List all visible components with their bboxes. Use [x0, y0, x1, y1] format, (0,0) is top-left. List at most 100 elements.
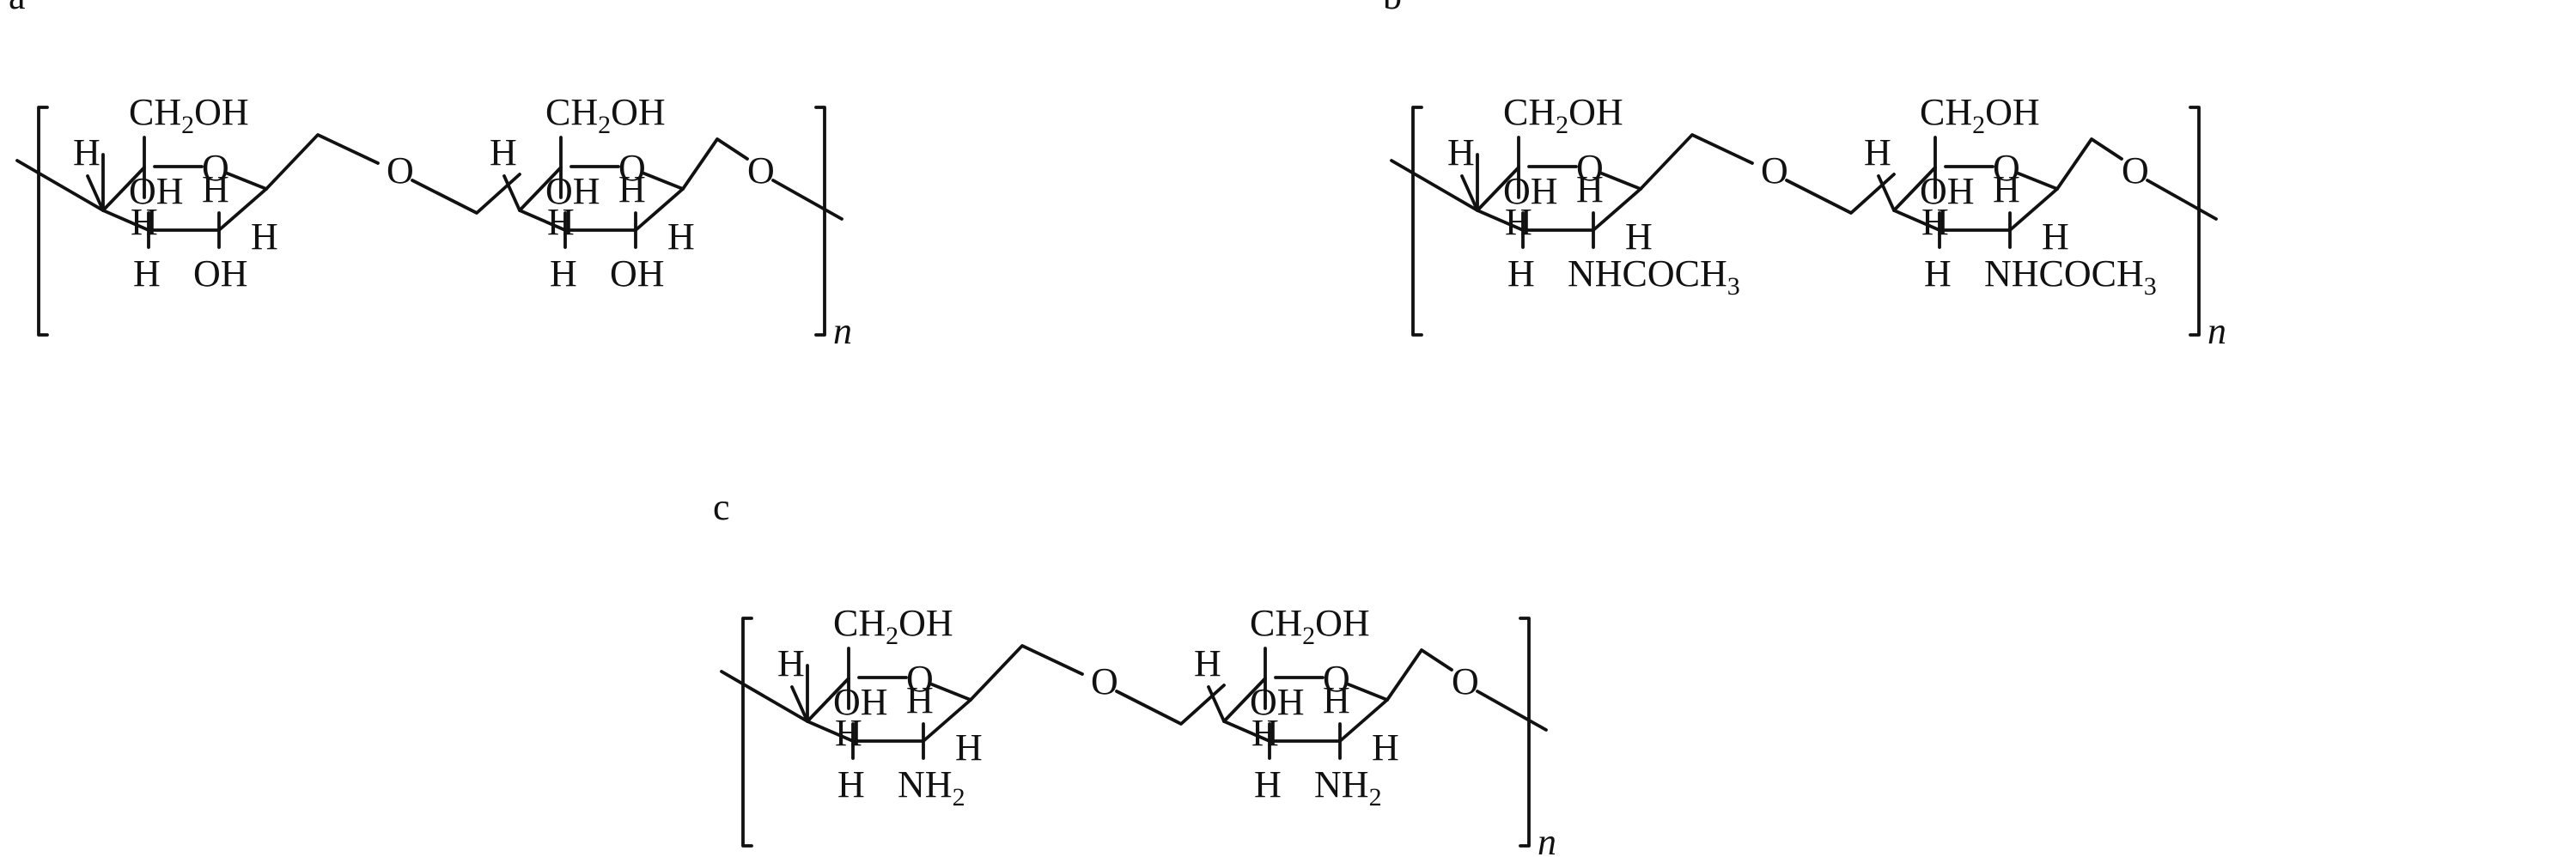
glycosidic-bond [411, 173, 521, 215]
c2-substituent: OH [193, 252, 248, 295]
ring-bond [2017, 172, 2059, 191]
c4-h-bond [790, 685, 809, 723]
ch2oh-group: CH2OH [1920, 91, 2040, 139]
right-bracket [814, 106, 826, 337]
terminal-oxygen: O [2122, 149, 2149, 191]
ring-oxygen: O [1323, 658, 1350, 700]
c4-h-bond [502, 174, 521, 212]
ring-bond [1600, 172, 1642, 191]
panel-label: c [713, 486, 730, 528]
c1-hydrogen: H [2042, 216, 2069, 258]
glycosidic-oxygen: O [1091, 660, 1118, 702]
c3-hydroxyl: OH [129, 170, 184, 212]
ring-bond [1476, 209, 1525, 232]
terminal-bond-right [2055, 137, 2123, 191]
c4-hydrogen: H [777, 642, 805, 684]
c2-hydrogen-upper: H [1576, 168, 1604, 210]
glycosidic-bond [1639, 133, 1754, 191]
c4-hydrogen: H [1864, 131, 1891, 173]
c2-hydrogen-upper: H [1323, 679, 1350, 721]
c3-hydrogen: H [837, 763, 865, 805]
c2-hydrogen-upper: H [618, 168, 646, 210]
c3-hydroxyl: OH [1250, 681, 1305, 723]
ring-bond [518, 166, 563, 212]
ring-oxygen: O [1993, 147, 2020, 189]
ring-bond [226, 172, 268, 191]
ring-bond [101, 166, 146, 212]
c3-hydrogen: H [550, 252, 577, 295]
c5-hydrogen: H [1251, 712, 1279, 754]
c4-h-bond [1207, 685, 1226, 723]
ring-bond [806, 677, 850, 723]
ch2oh-group: CH2OH [545, 91, 666, 139]
c4-h-bond [86, 174, 105, 212]
c4-h-bond [1877, 174, 1896, 212]
panel-label: a [9, 0, 26, 17]
ring-bond [922, 698, 972, 743]
ring-bond [2008, 187, 2059, 232]
c5-hydrogen: H [1505, 201, 1532, 243]
panel-label: b [1383, 0, 1402, 17]
glycosidic-bond [265, 133, 380, 191]
c5-hydrogen: H [1921, 201, 1949, 243]
ring-bond [1592, 187, 1642, 232]
repeat-index: n [833, 310, 852, 352]
c2-substituent: NHCOCH3 [1568, 252, 1740, 301]
terminal-bond-right [1385, 648, 1453, 702]
glycosidic-bond [1115, 684, 1226, 726]
c3-hydrogen: H [1924, 252, 1952, 295]
ch2oh-group: CH2OH [833, 602, 953, 650]
ring-oxygen: O [202, 147, 229, 189]
ring-bond [1892, 166, 1937, 212]
c2-hydrogen-upper: H [1993, 168, 2020, 210]
c2-hydrogen-upper: H [906, 679, 934, 721]
glycosidic-oxygen: O [387, 149, 414, 191]
c5-hydrogen: H [547, 201, 575, 243]
ring-bond [642, 172, 685, 191]
ring-bond [518, 209, 567, 232]
c4-h-bond [1460, 174, 1479, 212]
c3-hydrogen: H [133, 252, 161, 295]
glycosidic-bond [969, 644, 1084, 702]
ring-bond [217, 187, 268, 232]
c2-substituent: NHCOCH3 [1984, 252, 2157, 301]
c5-hydrogen: H [835, 712, 862, 754]
terminal-bond-right [2146, 179, 2218, 221]
c5-hydrogen: H [131, 201, 158, 243]
c1-hydrogen: H [667, 216, 695, 258]
terminal-oxygen: O [1452, 660, 1479, 702]
left-bracket [37, 106, 49, 337]
terminal-bond-right [1476, 690, 1548, 732]
ring-bond [101, 209, 150, 232]
right-bracket [2189, 106, 2201, 337]
ring-bond [1222, 677, 1267, 723]
ring-oxygen: O [618, 147, 646, 189]
c3-hydroxyl: OH [1920, 170, 1975, 212]
repeat-index: n [1538, 821, 1556, 857]
panel-a: aOCH2OHHHOHHHOHHOOCH2OHHHOHHHOHHOn [9, 0, 852, 352]
right-bracket [1519, 617, 1531, 848]
glycosidic-oxygen: O [1761, 149, 1788, 191]
c4-hydrogen: H [1194, 642, 1221, 684]
repeat-index: n [2208, 310, 2226, 352]
ring-bond [1476, 166, 1520, 212]
c3-hydrogen: H [1507, 252, 1535, 295]
c4-hydrogen: H [1447, 131, 1475, 173]
ring-bond [930, 683, 972, 702]
panel-b: bOCH2OHHHOHHHNHCOCH3HOOCH2OHHHOHHHNHCOCH… [1383, 0, 2226, 352]
ch2oh-group: CH2OH [1250, 602, 1370, 650]
terminal-bond-right [771, 179, 843, 221]
ch2oh-group: CH2OH [129, 91, 249, 139]
ch2oh-group: CH2OH [1503, 91, 1623, 139]
c3-hydrogen: H [1254, 763, 1282, 805]
ring-bond [1347, 683, 1389, 702]
c1-hydrogen: H [1372, 726, 1399, 769]
ring-bond [634, 187, 685, 232]
left-bracket [741, 617, 753, 848]
c1-hydrogen: H [955, 726, 983, 769]
ring-oxygen: O [906, 658, 934, 700]
glycosidic-bond [1785, 173, 1896, 215]
